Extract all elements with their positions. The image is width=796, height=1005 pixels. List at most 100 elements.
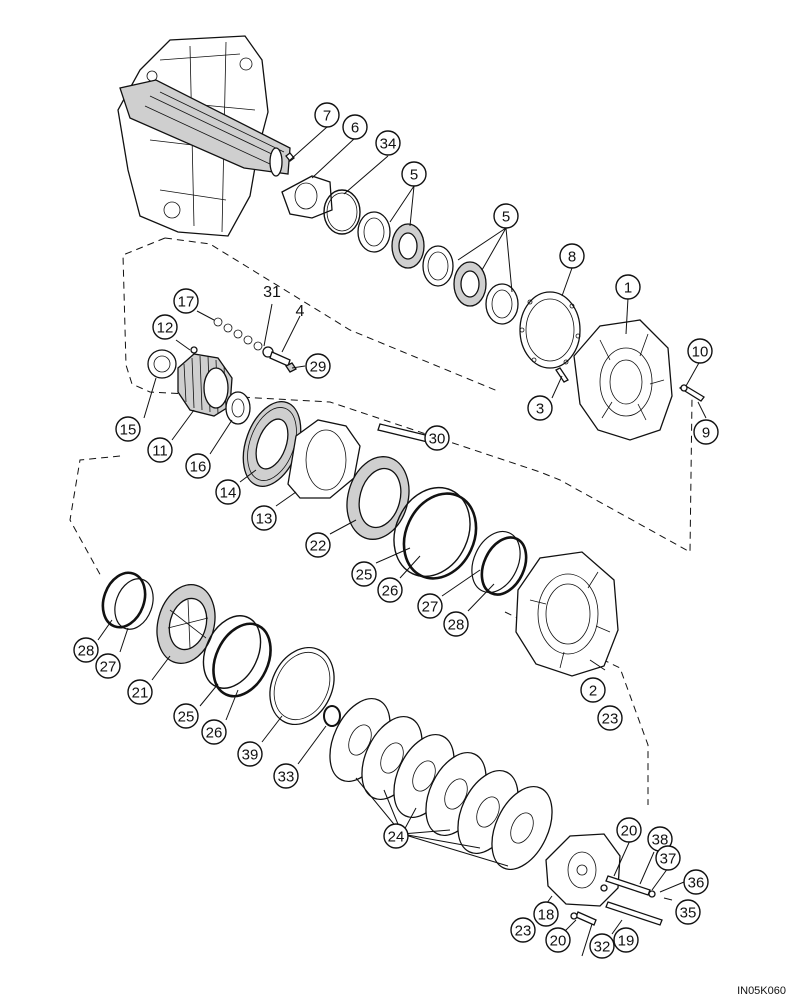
callout-number: 9: [702, 425, 710, 442]
assembly-boundary-upper: [122, 237, 693, 553]
callout-circle: [173, 288, 199, 314]
callout-32: 32: [589, 933, 615, 959]
callout-number: 36: [688, 875, 705, 892]
callout-number: 25: [178, 709, 195, 726]
callout-number: 27: [100, 659, 117, 676]
gear-assembly-drawing: [147, 349, 251, 425]
callout-number: 11: [152, 443, 168, 460]
callout-34: 34: [375, 130, 401, 156]
callout-33: 33: [273, 763, 299, 789]
callout-circle: [375, 130, 401, 156]
callout-number: 16: [190, 459, 207, 476]
callout-20: 20: [616, 817, 642, 843]
brake-housing-drawing: [515, 551, 619, 677]
callout-28: 28: [443, 611, 469, 637]
callout-number: 19: [618, 933, 635, 950]
part-label-4: 4: [296, 303, 305, 320]
callout-circle: [237, 741, 263, 767]
callout-circle: [152, 314, 178, 340]
callout-circle: [675, 899, 701, 925]
callout-number: 39: [242, 747, 259, 764]
callout-number: 15: [120, 422, 137, 439]
part-label-31: 31: [263, 284, 281, 301]
callout-19: 19: [613, 927, 639, 953]
callout-number: 2: [589, 683, 597, 700]
callout-number: 20: [621, 823, 638, 840]
callout-number: 29: [310, 359, 327, 376]
callout-6: 6: [342, 114, 368, 140]
carrier-housing-drawing: [555, 319, 705, 441]
callout-24: 24: [383, 823, 409, 849]
callout-18: 18: [533, 901, 559, 927]
cover-plate-drawing: [281, 152, 361, 235]
callout-number: 35: [680, 905, 697, 922]
callout-number: 17: [178, 294, 195, 311]
callout-circle: [693, 419, 719, 445]
callout-number: 12: [157, 320, 174, 337]
callout-25: 25: [173, 703, 199, 729]
callout-number: 25: [356, 567, 373, 584]
callout-number: 20: [550, 933, 567, 950]
callout-7: 7: [314, 102, 340, 128]
callout-circle: [443, 611, 469, 637]
callout-39: 39: [237, 741, 263, 767]
callout-36: 36: [683, 869, 709, 895]
callout-3: 3: [527, 395, 553, 421]
callout-11: 11: [147, 437, 173, 463]
callout-number: 13: [256, 511, 273, 528]
callout-circle: [559, 243, 585, 269]
callout-circle: [527, 395, 553, 421]
callout-27: 27: [417, 593, 443, 619]
callout-16: 16: [185, 453, 211, 479]
callout-circle: [615, 274, 641, 300]
friction-disc-drawing: [242, 401, 447, 499]
callout-26: 26: [201, 719, 227, 745]
callout-23: 23: [597, 705, 623, 731]
callout-circle: [417, 593, 443, 619]
callout-26: 26: [377, 577, 403, 603]
callout-number: 5: [410, 167, 418, 184]
callout-circle: [510, 917, 536, 943]
callout-circle: [273, 763, 299, 789]
callout-number: 26: [206, 725, 223, 742]
callout-5: 5: [401, 161, 427, 187]
lower-piston-drawing: [101, 571, 341, 727]
callout-9: 9: [693, 419, 719, 445]
callout-circle: [147, 437, 173, 463]
figure-code: IN05K060: [737, 985, 786, 997]
callout-circle: [493, 203, 519, 229]
piston-and-seals-drawing: [346, 456, 528, 596]
callout-circle: [533, 901, 559, 927]
callout-number: 27: [422, 599, 439, 616]
callout-number: 3: [536, 401, 544, 418]
callout-30: 30: [424, 425, 450, 451]
callout-circle: [342, 114, 368, 140]
callout-10: 10: [687, 338, 713, 364]
callout-35: 35: [675, 899, 701, 925]
callout-12: 12: [152, 314, 178, 340]
callout-circle: [173, 703, 199, 729]
callout-2: 2: [580, 677, 606, 703]
callout-circle: [201, 719, 227, 745]
callout-21: 21: [127, 679, 153, 705]
callout-17: 17: [173, 288, 199, 314]
callout-circle: [687, 338, 713, 364]
callout-number: 5: [502, 209, 510, 226]
bearing-set-drawing: [357, 211, 519, 325]
callout-number: 21: [132, 685, 149, 702]
callout-number: 8: [568, 249, 576, 266]
callout-circle: [616, 817, 642, 843]
callout-circle: [305, 532, 331, 558]
callout-number: 30: [429, 431, 446, 448]
callout-circle: [655, 845, 681, 871]
callout-circle: [215, 479, 241, 505]
callout-number: 37: [660, 851, 677, 868]
callout-22: 22: [305, 532, 331, 558]
callout-circle: [251, 505, 277, 531]
callout-25: 25: [351, 561, 377, 587]
callout-15: 15: [115, 416, 141, 442]
callout-circle: [377, 577, 403, 603]
callout-circle: [424, 425, 450, 451]
callout-37: 37: [655, 845, 681, 871]
